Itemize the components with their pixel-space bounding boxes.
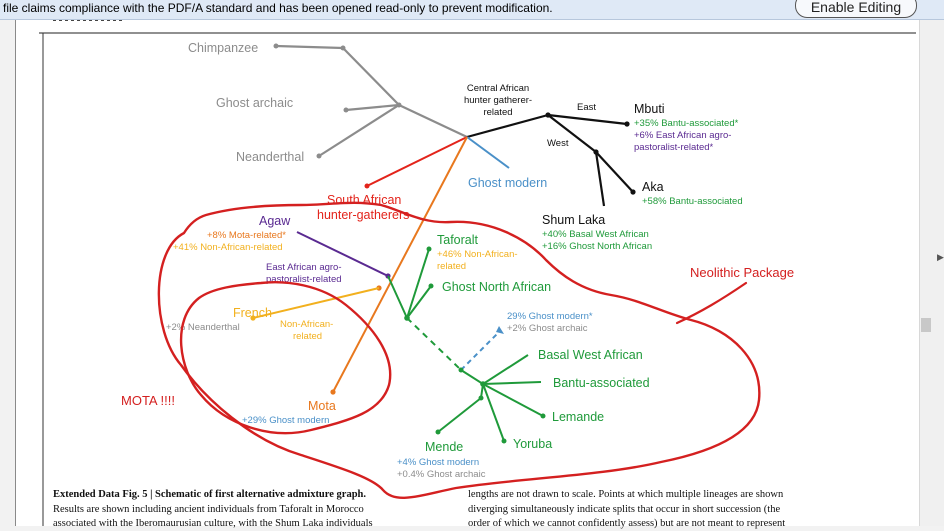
mota-label: Mota — [308, 399, 336, 413]
lemande-label: Lemande — [552, 410, 604, 424]
mbuti-label: Mbuti — [634, 102, 665, 116]
mende-admix-2: +0.4% Ghost archaic — [397, 469, 486, 480]
east-label: East — [577, 102, 596, 113]
taforalt-label: Taforalt — [437, 233, 479, 247]
agaw-branch — [296, 231, 389, 277]
chimpanzee-label: Chimpanzee — [188, 41, 258, 55]
mota-outline — [179, 281, 392, 435]
central-african-points — [545, 112, 636, 195]
ghost-north-african-label: Ghost North African — [442, 280, 551, 294]
mota-admix: +29% Ghost modern — [242, 415, 329, 426]
shum-laka-label: Shum Laka — [542, 213, 605, 227]
ghost-modern-29-branch — [460, 329, 502, 371]
east-african-label-2: pastoralist-related — [266, 274, 342, 285]
central-african-label-1: Central African — [467, 83, 529, 94]
archaic-points — [273, 43, 402, 159]
archaic-branches — [275, 44, 468, 157]
mbuti-admix-2: +6% East African agro- — [634, 130, 731, 141]
west-label: West — [547, 138, 569, 149]
yoruba-label: Yoruba — [513, 437, 552, 451]
ghost-archaic-label: Ghost archaic — [216, 96, 293, 110]
mota-point — [330, 389, 336, 395]
central-african-branches — [466, 113, 634, 207]
mende-admix-1: +4% Ghost modern — [397, 457, 479, 468]
shum-laka-admix-2: +16% Ghost North African — [542, 241, 652, 252]
neolithic-package-outline — [157, 201, 761, 499]
french-label: French — [233, 306, 272, 320]
scrollbar-thumb[interactable] — [921, 318, 931, 332]
mbuti-admix-1: +35% Bantu-associated* — [634, 118, 739, 129]
ghost-modern-29-arrowhead — [496, 326, 504, 334]
french-admix: +2% Neanderthal — [166, 322, 240, 333]
caption-right-line-3: order of which we cannot confidently ass… — [468, 518, 786, 529]
vertical-scrollbar[interactable] — [919, 20, 944, 526]
central-african-label-3: related — [483, 107, 512, 118]
ghost-archaic-2-label: +2% Ghost archaic — [507, 323, 588, 334]
basal-west-african-label: Basal West African — [538, 348, 643, 362]
admixture-graph-figure: Chimpanzee Ghost archaic Neanderthal Cen… — [39, 20, 916, 526]
caption-right-line-2: diverging simultaneously indicate splits… — [468, 504, 781, 515]
agaw-label: Agaw — [259, 214, 291, 228]
south-african-label-1: South African — [327, 193, 401, 207]
mota-branch — [332, 136, 468, 393]
agaw-admix-2: +41% Non-African-related — [173, 242, 283, 253]
non-african-label-1: Non-African- — [280, 319, 333, 330]
infobar-message: file claims compliance with the PDF/A st… — [3, 1, 553, 15]
shum-laka-admix-1: +40% Basal West African — [542, 229, 649, 240]
french-point — [250, 315, 256, 321]
north-african-branches — [387, 248, 544, 442]
ghost-modern-branch — [466, 136, 510, 169]
ghost-modern-label: Ghost modern — [468, 176, 547, 190]
caption-left-line-2: Results are shown including ancient indi… — [53, 504, 364, 515]
mende-label: Mende — [425, 440, 463, 454]
protected-view-infobar: file claims compliance with the PDF/A st… — [0, 0, 944, 20]
neolithic-package-pointer — [675, 281, 748, 325]
ghost-modern-29-label: 29% Ghost modern* — [507, 311, 593, 322]
east-african-label-1: East African agro- — [266, 262, 342, 273]
neanderthal-label: Neanderthal — [236, 150, 304, 164]
enable-editing-button[interactable]: Enable Editing — [795, 0, 917, 18]
taforalt-admix-1: +46% Non-African- — [437, 249, 518, 260]
non-african-label-2: related — [293, 331, 322, 342]
south-african-branch — [366, 136, 468, 187]
caption-left-line-1: Extended Data Fig. 5 | Schematic of firs… — [53, 488, 366, 502]
neolithic-package-annotation: Neolithic Package — [690, 265, 794, 280]
caption-title: Extended Data Fig. 5 | Schematic of firs… — [53, 489, 366, 500]
document-page: Chimpanzee Ghost archaic Neanderthal Cen… — [15, 20, 920, 529]
caption-left-line-3: associated with the Iberomaurusian cultu… — [53, 518, 373, 529]
central-african-label-2: hunter gatherer- — [464, 95, 532, 106]
agaw-admix-1: +8% Mota-related* — [207, 230, 286, 241]
taforalt-admix-2: related — [437, 261, 466, 272]
north-african-points — [404, 246, 546, 444]
south-african-point — [364, 183, 370, 189]
south-african-label-2: hunter-gatherers — [317, 208, 409, 222]
bantu-associated-label: Bantu-associated — [553, 376, 650, 390]
aka-label: Aka — [642, 180, 664, 194]
page-next-arrow-icon[interactable]: ▶ — [937, 252, 944, 262]
mota-annotation: MOTA !!!! — [121, 393, 175, 408]
caption-right-line-1: lengths are not drawn to scale. Points a… — [468, 489, 784, 500]
aka-admix: +58% Bantu-associated — [642, 196, 743, 207]
mbuti-admix-3: pastoralist-related* — [634, 142, 714, 153]
french-branch — [252, 287, 380, 319]
